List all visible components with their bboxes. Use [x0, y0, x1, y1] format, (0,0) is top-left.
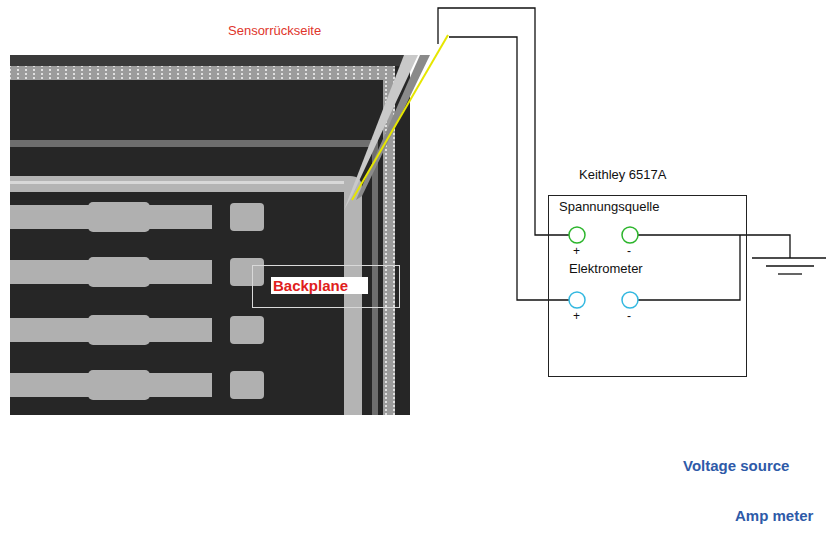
label-box: Backplane — [252, 265, 400, 308]
legend-note: Amp meter — [735, 507, 813, 524]
probe-label: Sensorrückseite — [228, 24, 321, 39]
meter-wire — [449, 37, 569, 300]
box-title: Backplane — [271, 277, 368, 294]
box-text: Spannungsquelle — [559, 200, 659, 215]
terminal-sign: + — [573, 245, 580, 259]
source-wire — [438, 8, 569, 235]
box-text: Elektrometer — [569, 262, 643, 277]
microscope-photo — [10, 55, 430, 415]
ground-symbol — [752, 258, 826, 274]
ground-wire — [638, 235, 790, 258]
terminal-sign: - — [627, 245, 631, 259]
probe-needle — [352, 35, 448, 200]
box-title: Keithley 6517A — [579, 168, 666, 183]
ground-wire — [638, 235, 740, 300]
legend-note: Voltage source — [683, 457, 789, 474]
probe-wires — [352, 8, 790, 300]
terminal-sign: - — [627, 310, 631, 324]
terminal-sign: + — [573, 310, 580, 324]
instrument-box: Keithley 6517ASpannungsquelleElektromete… — [548, 195, 747, 377]
